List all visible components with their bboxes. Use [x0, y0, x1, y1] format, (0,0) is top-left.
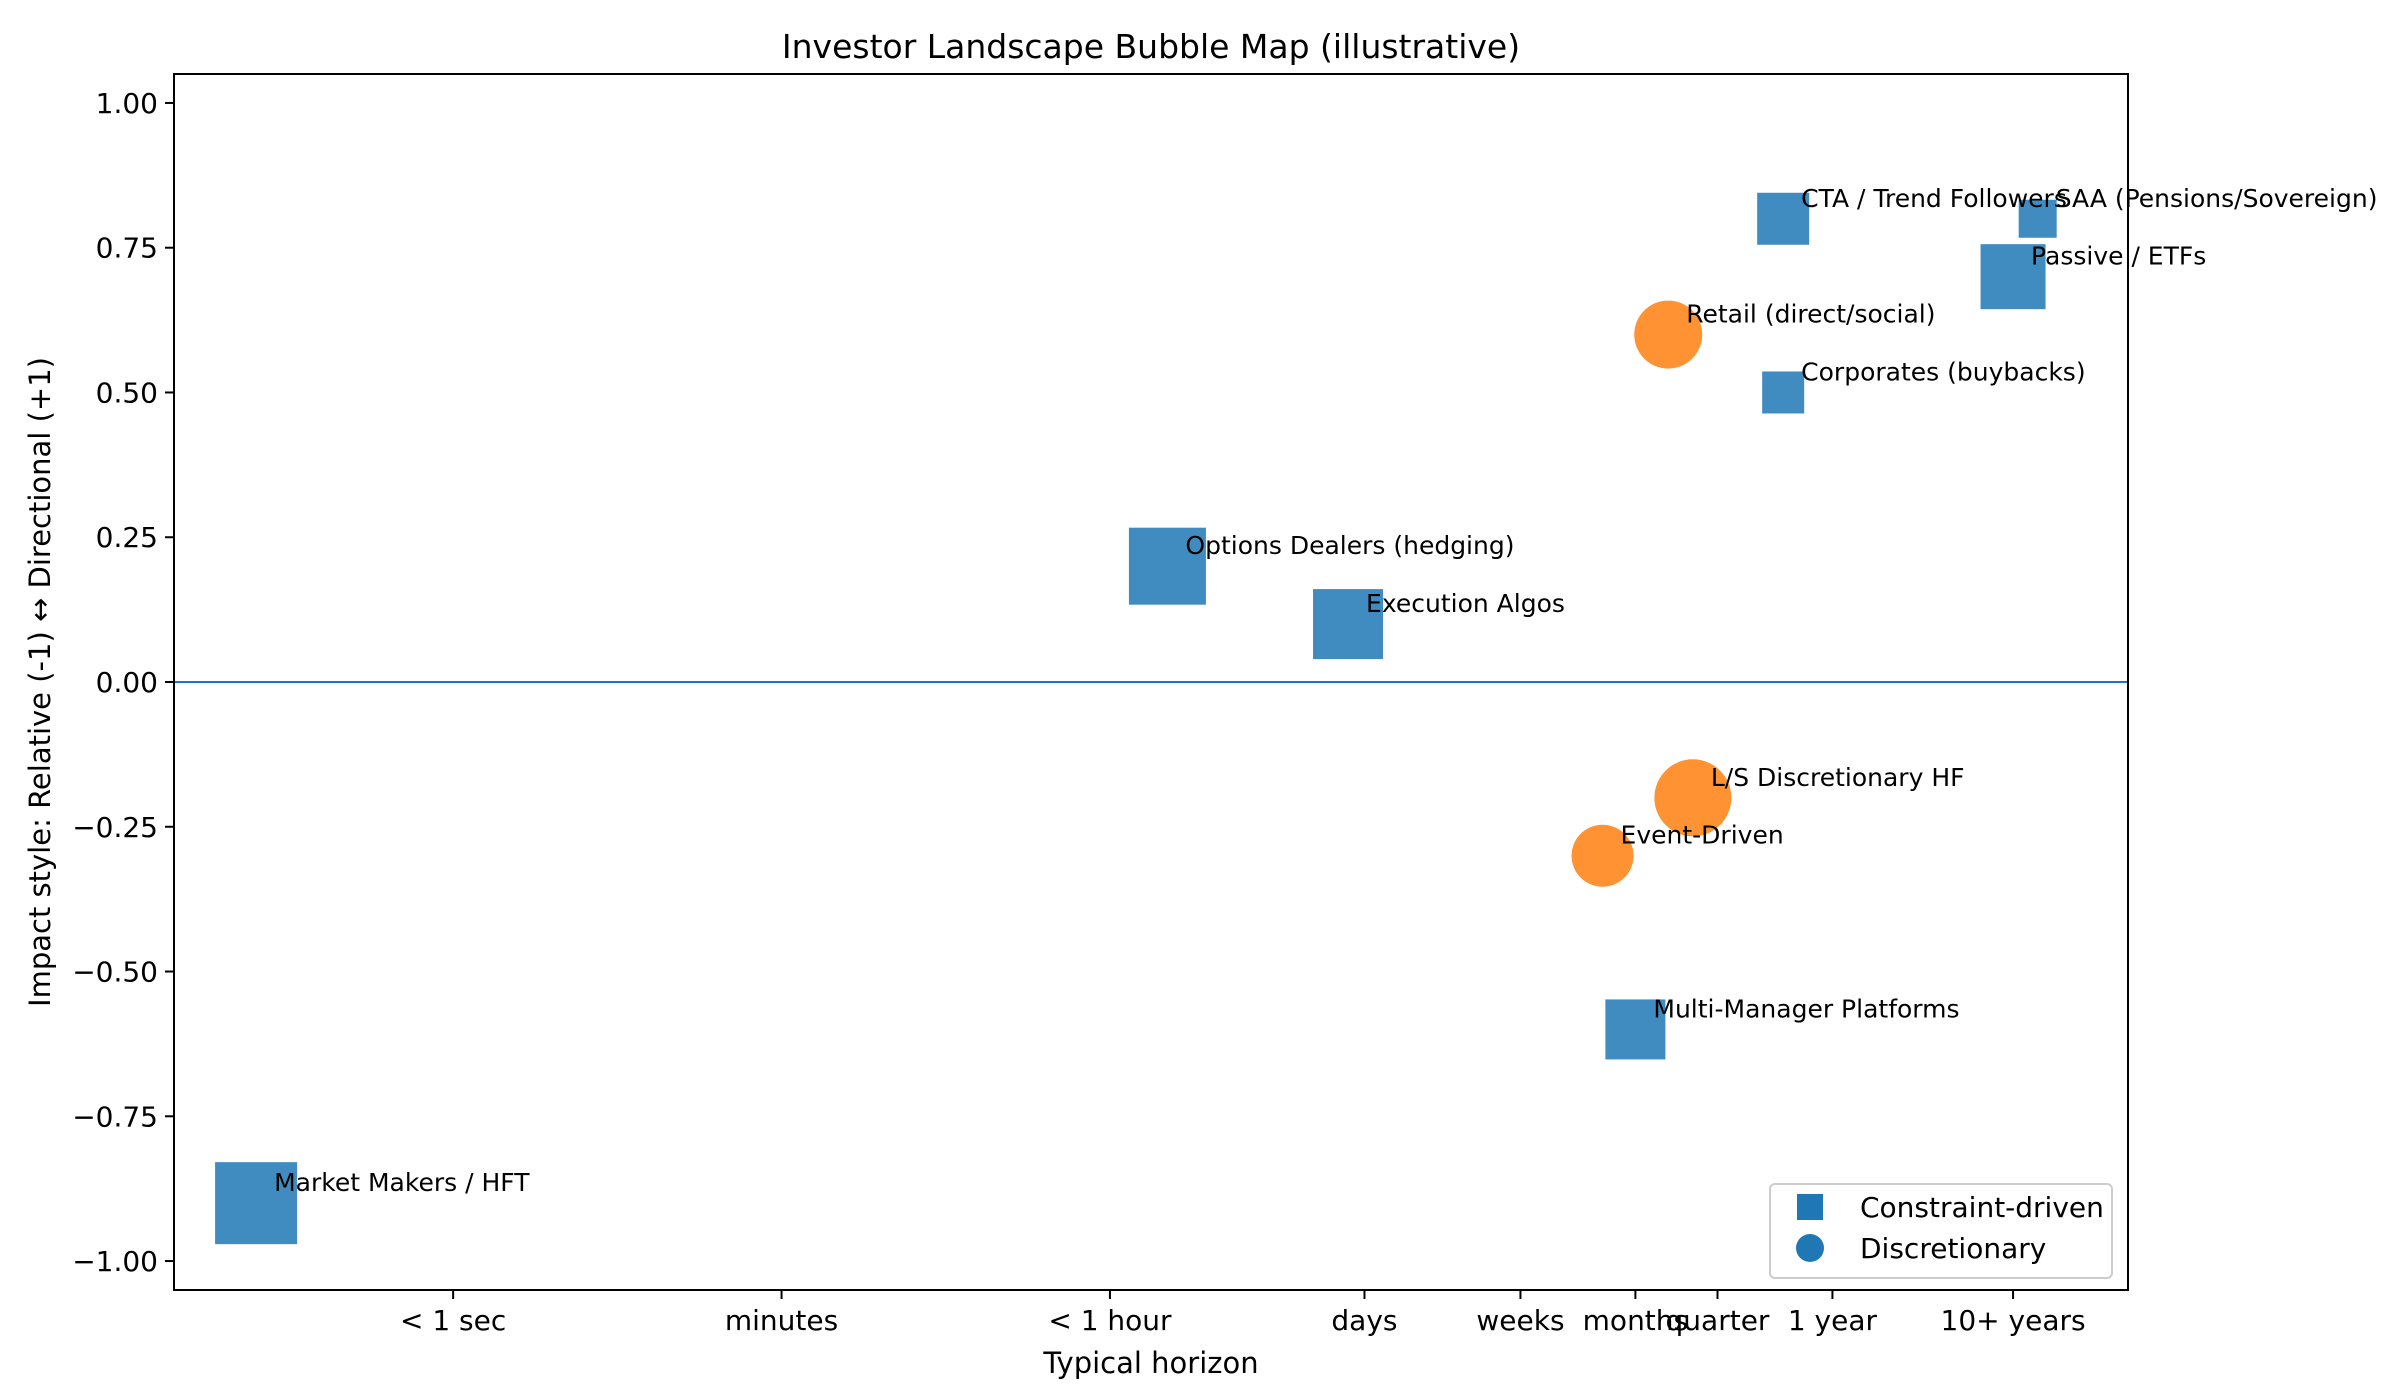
- annotation-event-driven: Event-Driven: [1621, 821, 1784, 850]
- legend-marker-discretionary: [1796, 1234, 1824, 1262]
- legend-label-discretionary: Discretionary: [1860, 1232, 2046, 1265]
- bubble-l-s-discretionary-hf: [1654, 759, 1732, 837]
- bubble-corporates-buybacks: [1762, 371, 1805, 414]
- x-tick-label: < 1 sec: [400, 1304, 506, 1337]
- y-axis-ticks: 1.00 0.75 0.50 0.25 0.00 −0.25 −0.50 −0.75 −1.00: [72, 87, 174, 1278]
- x-tick-label: minutes: [725, 1304, 838, 1337]
- bubble-passive-etfs: [1980, 244, 2046, 310]
- x-tick-label: < 1 hour: [1048, 1304, 1172, 1337]
- y-tick-label: −1.00: [72, 1245, 158, 1278]
- annotation-retail-direct-social: Retail (direct/social): [1686, 300, 1935, 329]
- y-axis-label: Impact style: Relative (-1) ↔ Directiona…: [23, 357, 57, 1007]
- annotation-execution-algos: Execution Algos: [1366, 589, 1565, 618]
- y-tick-label: 0.00: [96, 666, 158, 699]
- y-tick-label: −0.75: [72, 1100, 158, 1133]
- bubble-multi-manager-platforms: [1605, 999, 1666, 1060]
- annotation-l-s-discretionary-hf: L/S Discretionary HF: [1711, 763, 1965, 792]
- y-tick-label: 0.50: [96, 376, 158, 409]
- x-tick-label: months: [1583, 1304, 1688, 1337]
- annotation-passive-etfs: Passive / ETFs: [2031, 242, 2206, 271]
- bubble-options-dealers-hedging: [1128, 527, 1206, 605]
- bubble-market-makers-hft: [215, 1162, 298, 1245]
- legend-box: [1769, 1183, 2113, 1279]
- y-tick-label: 0.25: [96, 521, 158, 554]
- marks-layer: Market Makers / HFT Options Dealers (hedg…: [174, 184, 2378, 1245]
- y-tick-label: 0.75: [96, 232, 158, 265]
- legend-marker-constraint: [1797, 1194, 1823, 1220]
- bubble-event-driven: [1571, 824, 1634, 887]
- legend: Constraint-driven Discretionary: [1769, 1183, 2113, 1279]
- bubble-retail-direct-social: [1634, 300, 1703, 369]
- annotation-saa-pensions-sovereign: SAA (Pensions/Sovereign): [2056, 184, 2378, 213]
- bubble-execution-algos: [1313, 589, 1384, 660]
- bubble-saa-pensions-sovereign: [2018, 199, 2057, 238]
- y-tick-label: 1.00: [96, 87, 158, 120]
- annotation-cta-trend-followers: CTA / Trend Followers: [1801, 184, 2067, 213]
- legend-label-constraint: Constraint-driven: [1860, 1191, 2104, 1224]
- x-axis-label: Typical horizon: [1042, 1346, 1258, 1380]
- chart-title: Investor Landscape Bubble Map (illustrat…: [782, 27, 1520, 66]
- annotation-multi-manager-platforms: Multi-Manager Platforms: [1653, 994, 1959, 1023]
- y-tick-label: −0.50: [72, 956, 158, 989]
- x-tick-label: weeks: [1476, 1304, 1564, 1337]
- annotation-options-dealers-hedging: Options Dealers (hedging): [1185, 531, 1514, 560]
- bubble-cta-trend-followers: [1757, 192, 1810, 245]
- y-tick-label: −0.25: [72, 811, 158, 844]
- x-tick-label: days: [1331, 1304, 1397, 1337]
- x-tick-label: 1 year: [1788, 1304, 1878, 1337]
- annotation-corporates-buybacks: Corporates (buybacks): [1801, 357, 2085, 386]
- x-axis-ticks: < 1 sec minutes < 1 hour days weeks monthsqua…: [400, 1290, 2086, 1337]
- x-tick-label: 10+ years: [1941, 1304, 2086, 1337]
- x-tick-label: quarter: [1666, 1304, 1770, 1337]
- annotation-market-makers-hft: Market Makers / HFT: [274, 1168, 530, 1197]
